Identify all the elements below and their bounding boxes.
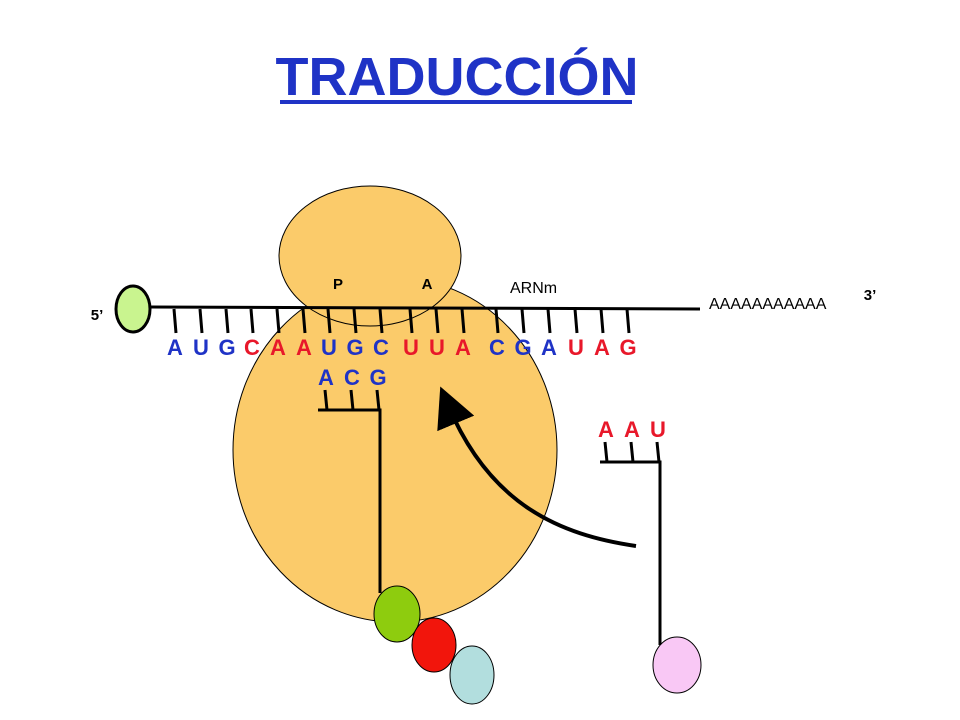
- five-prime-label: 5’: [91, 307, 104, 324]
- trna-incoming-ticks: [603, 441, 661, 463]
- trna-bound-tick: [349, 389, 355, 411]
- trna-incoming-base: A: [624, 417, 640, 442]
- mrna-tick: [224, 308, 230, 334]
- mrna-tick: [249, 308, 255, 334]
- mrna-tick: [460, 308, 466, 334]
- mrna-label: ARNm: [510, 280, 557, 297]
- trna-bound-arm: [318, 408, 382, 593]
- mrna-tick: [625, 308, 631, 334]
- site-a-label: A: [422, 276, 433, 293]
- trna-incoming-tick: [629, 441, 635, 463]
- amino-acid-1: [373, 585, 421, 643]
- mrna-base: A: [455, 335, 471, 360]
- mrna-backbone: [149, 305, 701, 311]
- mrna-base: C: [244, 335, 260, 360]
- mrna-base: U: [193, 335, 209, 360]
- mrna-tick: [172, 308, 178, 334]
- mrna-base: A: [167, 335, 183, 360]
- mrna-base: C: [489, 335, 505, 360]
- mrna-base: A: [270, 335, 286, 360]
- mrna-tick: [301, 308, 307, 334]
- mrna-tick: [198, 308, 204, 334]
- mrna-base: G: [346, 335, 363, 360]
- mrna-base: A: [296, 335, 312, 360]
- mrna-tick: [546, 308, 552, 334]
- trna-incoming-tick: [655, 441, 661, 463]
- amino-acid-2: [411, 617, 457, 673]
- trna-bound-tick: [375, 389, 381, 411]
- mrna-base: A: [594, 335, 610, 360]
- trna-incoming-arm: [600, 460, 662, 645]
- mrna-tick: [573, 308, 579, 334]
- mrna-tick: [378, 308, 384, 334]
- trna-bound-ticks: [323, 389, 381, 411]
- site-p-label: P: [333, 276, 343, 293]
- mrna-tick: [408, 308, 414, 334]
- trna-bound-base: G: [369, 365, 386, 390]
- mrna-base: U: [429, 335, 445, 360]
- mrna-tick: [599, 308, 605, 334]
- trna-incoming-tick: [603, 441, 609, 463]
- amino-acid-incoming: [652, 636, 702, 694]
- mrna-base: U: [403, 335, 419, 360]
- mrna-tick: [494, 308, 500, 334]
- mrna-base-ticks: [172, 308, 631, 334]
- page-title: TRADUCCIÓN: [276, 47, 639, 107]
- mrna-base: G: [218, 335, 235, 360]
- incoming-arrow: [437, 386, 637, 548]
- mrna-base: U: [568, 335, 584, 360]
- three-prime-label: 3’: [864, 287, 877, 304]
- mrna-base: A: [541, 335, 557, 360]
- ribosome-small-subunit: [278, 185, 462, 327]
- trna-incoming-base: U: [650, 417, 666, 442]
- mrna-base: G: [619, 335, 636, 360]
- mrna-base: G: [514, 335, 531, 360]
- ribosome: [232, 185, 558, 623]
- mrna-tick: [352, 308, 358, 334]
- poly-a-tail: AAAAAAAAAAA: [709, 296, 827, 313]
- mrna-base: U: [321, 335, 337, 360]
- ribosome-large-subunit: [232, 277, 558, 623]
- trna-incoming-base: A: [598, 417, 614, 442]
- mrna-tick: [326, 308, 332, 334]
- trna-bound-base: C: [344, 365, 360, 390]
- mrna-tick: [275, 308, 281, 334]
- mrna-tick: [520, 308, 526, 334]
- amino-acid-3: [449, 645, 495, 705]
- trna-bound-tick: [323, 389, 329, 411]
- mrna-tick: [434, 308, 440, 334]
- trna-bound-base: A: [318, 365, 334, 390]
- five-prime-cap: [114, 284, 152, 334]
- mrna-base: C: [373, 335, 389, 360]
